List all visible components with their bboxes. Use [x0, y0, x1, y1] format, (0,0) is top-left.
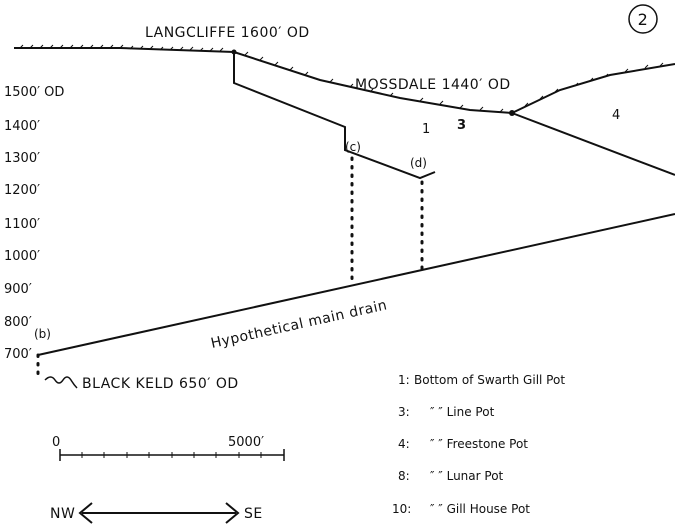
main-drain-line [37, 213, 675, 356]
legend-text: Bottom of Swarth Gill Pot [414, 373, 565, 387]
elev-label: 1000′ [4, 249, 40, 264]
ground-hatching [19, 44, 664, 113]
elev-label: 700′ [4, 347, 32, 362]
elev-label: 1200′ [4, 183, 40, 198]
langcliffe-entrance-marker [231, 49, 237, 55]
elev-label: 1500′ OD [4, 85, 64, 100]
legend-text: ″ ″ Freestone Pot [430, 437, 528, 451]
elev-label: 1400′ [4, 119, 40, 134]
legend-num: 1: [398, 373, 410, 387]
site-marker-1: 1 [422, 122, 430, 137]
elev-label: 1300′ [4, 151, 40, 166]
direction-nw-label: NW [50, 506, 75, 522]
site-marker-3: 3 [457, 118, 466, 133]
direction-arrow [78, 502, 240, 524]
elev-label: 800′ [4, 315, 32, 330]
figure-number-circle [628, 4, 658, 34]
elev-label: 1100′ [4, 217, 40, 232]
legend-num: 4: [398, 437, 410, 451]
site-marker-4: 4 [612, 108, 620, 123]
mossdale-label: MOSSDALE 1440′ OD [355, 77, 511, 93]
black-keld-outlet [44, 376, 78, 389]
langcliffe-passage [233, 52, 436, 180]
legend-text: ″ ″ Line Pot [430, 405, 495, 419]
scale-bar-ticks [81, 452, 262, 458]
point-label-b: (b) [34, 327, 51, 341]
legend-text: ″ ″ Gill House Pot [430, 502, 530, 516]
legend-num: 8: [398, 469, 410, 483]
mossdale-passage [511, 112, 675, 176]
ground-surface-line [14, 47, 675, 115]
elev-label: 900′ [4, 282, 32, 297]
mossdale-entrance-marker [509, 110, 515, 116]
scale-bar-start-label: 0 [52, 435, 60, 450]
legend-num: 3: [398, 405, 410, 419]
scale-bar-end-label: 5000′ [228, 435, 264, 450]
black-keld-label: BLACK KELD 650′ OD [82, 376, 239, 392]
point-label-d: (d) [410, 156, 427, 170]
figure-number: 2 [638, 10, 649, 29]
legend-text: ″ ″ Lunar Pot [430, 469, 504, 483]
legend-num: 10: [392, 502, 411, 516]
main-drain-label: Hypothetical main drain [209, 297, 388, 352]
direction-se-label: SE [244, 506, 263, 522]
point-label-c: (c) [345, 140, 361, 154]
langcliffe-label: LANGCLIFFE 1600′ OD [145, 25, 310, 41]
